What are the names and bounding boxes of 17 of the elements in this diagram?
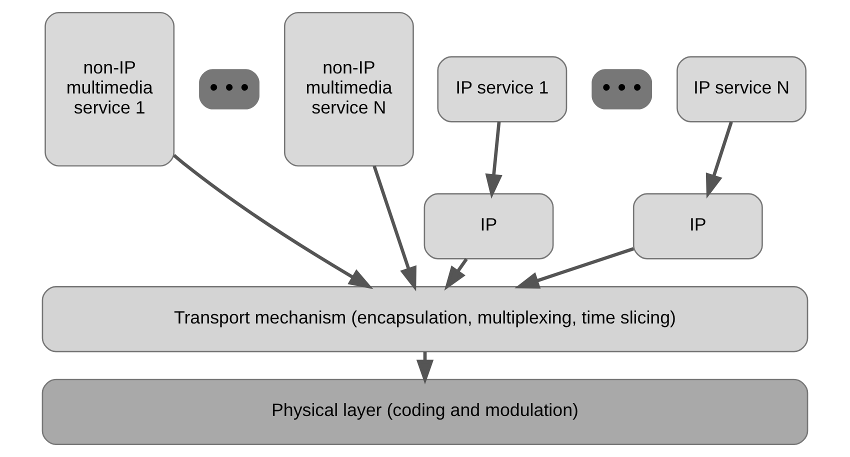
label: • • • [602, 74, 642, 102]
label: • • • [210, 74, 250, 102]
node-box: Transport mechanism (encapsulation, multiplexing, time slicing) [42, 286, 808, 352]
arrow [172, 154, 374, 290]
node-box: IP service 1 [437, 56, 568, 122]
node-box: non-IP multimedia service 1 [44, 12, 175, 167]
node-box: IP service N [676, 56, 807, 122]
arrow [514, 247, 634, 289]
arrow [444, 258, 468, 291]
node-box: non-IP multimedia service N [284, 12, 414, 167]
arrow [372, 166, 416, 292]
node-box: IP [632, 193, 763, 260]
node-box: Physical layer (coding and modulation) [42, 378, 808, 446]
arrow [706, 121, 733, 199]
node-box: IP [424, 193, 554, 260]
arrow [416, 352, 434, 384]
arrow [485, 122, 502, 199]
